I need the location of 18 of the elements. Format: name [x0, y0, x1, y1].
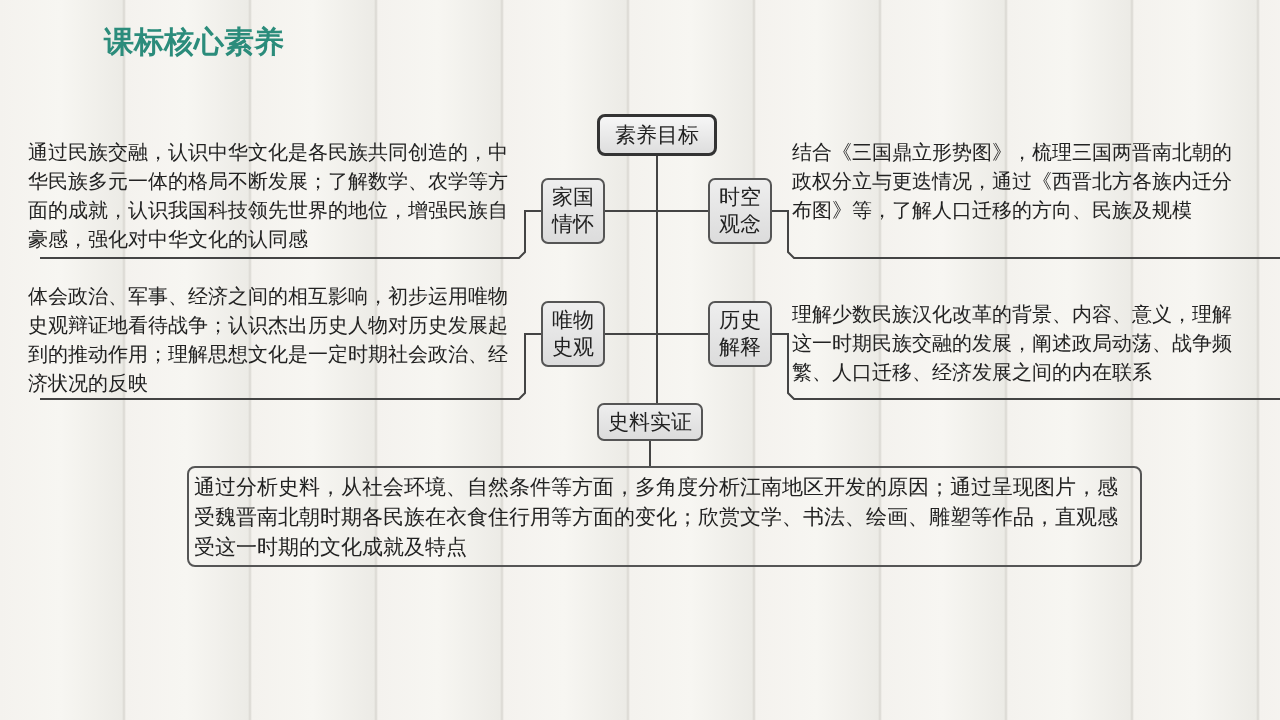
goal-text-box: 通过分析史料，从社会环境、自然条件等方面，多角度分析江南地区开发的原因；通过呈现图片，感受魏晋南北朝时期各民族在衣食住行用等方面的变化；欣赏文学、书法、绘画、雕塑等作品，直观感受这一时期的文化成就及特点 — [187, 466, 1142, 567]
connector-line — [39, 210, 542, 259]
root-topic-box: 素养目标 — [597, 114, 717, 156]
connector-line — [649, 440, 651, 467]
goal-text: 通过民族交融，认识中华文化是各民族共同创造的，中华民族多元一体的格局不断发展；了解数学、农学等方面的成就，认识我国科技领先世界的地位，增强民族自豪感，强化对中华文化的认同感 — [28, 140, 509, 252]
title: 课标核心素养 — [104, 23, 284, 61]
category-box: 史料实证 — [597, 403, 703, 441]
category-box: 历史解释 — [708, 301, 772, 367]
category-box: 家国情怀 — [541, 178, 605, 244]
goal-text: 结合《三国鼎立形势图》，梳理三国两晋南北朝的政权分立与更迭情况，通过《西晋北方各族内迁分布图》等，了解人口迁移的方向、民族及规模 — [791, 140, 1233, 223]
connector-line — [39, 333, 542, 400]
connector-line — [656, 155, 658, 404]
connector-line — [771, 333, 1280, 400]
category-box: 唯物史观 — [541, 301, 605, 367]
goal-text: 体会政治、军事、经济之间的相互影响，初步运用唯物史观辩证地看待战争；认识杰出历史人物对历史发展起到的推动作用；理解思想文化是一定时期社会政治、经济状况的反映 — [28, 284, 509, 396]
goal-text: 理解少数民族汉化改革的背景、内容、意义，理解这一时期民族交融的发展，阐述政局动荡、战争频繁、人口迁移、经济发展之间的内在联系 — [791, 302, 1233, 385]
category-box: 时空观念 — [708, 178, 772, 244]
connector-line — [771, 210, 1280, 259]
